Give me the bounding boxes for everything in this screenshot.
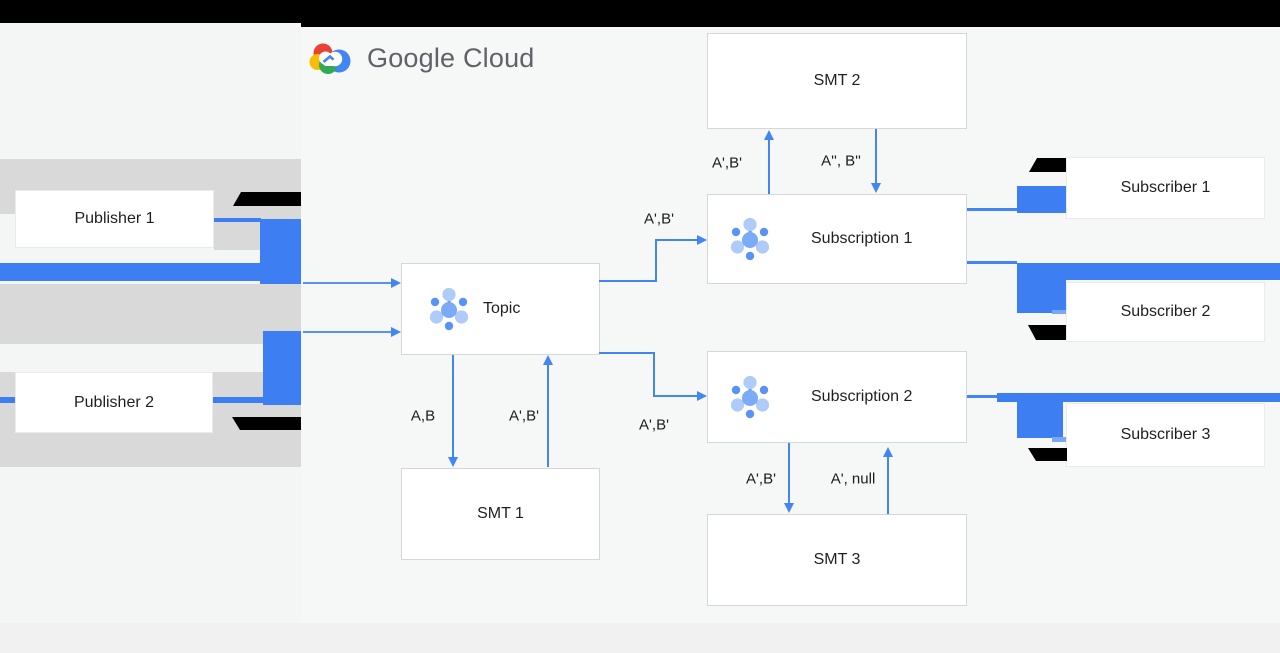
node-subscription-2: Subscription 2: [707, 351, 967, 443]
smt-2-label: SMT 2: [813, 72, 861, 89]
node-publisher-1: Publisher 1: [15, 190, 214, 248]
bottom-strip: [0, 623, 1280, 653]
edge-label-topic-to-sub1: A',B': [644, 210, 674, 228]
node-smt-1: SMT 1: [401, 468, 600, 560]
arrow-smt2-to-sub1-head: [870, 183, 881, 193]
publisher-1-label: Publisher 1: [74, 210, 155, 227]
arrow-publisher1-to-topic-line: [303, 282, 392, 284]
node-publisher-2: Publisher 2: [15, 372, 213, 433]
arrow-sub1-to-subscriber2-line: [967, 261, 1017, 264]
arrow-smt1-to-topic-line: [547, 364, 549, 467]
arrow-topic-to-smt1-head: [447, 457, 458, 467]
arrow-topic-to-sub1-seg3: [655, 239, 698, 241]
subscriber3-thick-hbar: [997, 393, 1280, 402]
arrow-sub2-to-smt3-line: [788, 443, 790, 504]
arrow-topic-to-sub2-seg1: [599, 352, 655, 354]
arrow-topic-to-sub2-seg3: [653, 395, 698, 397]
arrow-sub1-to-smt2-head: [763, 130, 774, 140]
node-subscription-1: Subscription 1: [707, 194, 967, 284]
topic-label: Topic: [483, 300, 521, 317]
redaction-subscriber3: [1028, 448, 1067, 461]
subscriber3-thick-vbar: [1017, 395, 1063, 438]
subscription-1-label: Subscription 1: [811, 230, 913, 247]
google-cloud-logo-text: Google Cloud: [367, 42, 535, 73]
arrow-publisher2-to-topic-head: [391, 326, 401, 337]
arrow-sub1-to-subscriber1-line: [967, 208, 1017, 211]
pubsub-subscription-1-icon: [730, 217, 770, 261]
node-subscriber-3: Subscriber 3: [1066, 403, 1265, 467]
publisher2-arrow-stub: [213, 397, 263, 403]
edge-label-topic-to-smt1: A,B: [410, 407, 436, 425]
edge-label-smt3-to-sub2: A', null: [830, 470, 876, 488]
arrow-smt3-to-sub2-line: [887, 456, 889, 514]
pubsub-subscription-2-icon: [730, 375, 770, 419]
google-cloud-icon: [309, 43, 351, 74]
arrow-smt1-to-topic-head: [542, 355, 553, 365]
arrow-sub2-to-subscriber3-line: [967, 395, 1017, 398]
publisher1-arrow-stub: [214, 218, 261, 222]
arrow-topic-to-smt1-line: [452, 355, 454, 459]
subscriber-1-label: Subscriber 1: [1120, 179, 1211, 196]
node-subscriber-2: Subscriber 2: [1066, 282, 1265, 342]
arrow-topic-to-sub2-head: [697, 390, 707, 401]
smt-1-label: SMT 1: [477, 505, 524, 522]
top-black-bar-right: [301, 0, 1280, 27]
arrow-sub1-to-smt2-line: [768, 139, 770, 194]
gray-band-middle: [0, 284, 301, 344]
google-cloud-logo: Google Cloud: [309, 40, 535, 76]
publisher-2-label: Publisher 2: [73, 393, 155, 411]
subscriber-2-label: Subscriber 2: [1120, 303, 1211, 320]
edge-label-smt2-to-sub1: A'', B'': [821, 152, 861, 170]
publisher1-horizontal-bar: [0, 263, 301, 281]
redaction-subscriber1: [1029, 158, 1066, 172]
node-subscriber-1: Subscriber 1: [1066, 157, 1265, 219]
edge-label-topic-to-sub2: A',B': [639, 416, 669, 434]
node-smt-3: SMT 3: [707, 514, 967, 606]
redaction-publisher2: [232, 417, 301, 430]
arrow-sub2-to-smt3-head: [783, 503, 794, 513]
pubsub-topic-icon: [429, 287, 469, 331]
subscription-2-label: Subscription 2: [811, 388, 913, 405]
node-topic: Topic: [401, 263, 600, 355]
arrow-publisher2-to-topic-line: [303, 331, 392, 333]
arrow-topic-to-sub2-seg2: [653, 352, 655, 396]
subscriber2-bar-tail: [1052, 310, 1066, 314]
edge-label-sub2-to-smt3: A',B': [746, 470, 776, 488]
redaction-subscriber2: [1028, 325, 1066, 340]
arrow-smt2-to-sub1-line: [875, 129, 877, 184]
arrow-topic-to-sub1-seg1: [599, 280, 657, 282]
edge-label-smt1-to-topic: A',B': [509, 407, 539, 425]
subscriber2-thick-vbar: [1017, 263, 1066, 313]
publisher2-vertical-bar: [263, 331, 301, 405]
publisher2-left-stub: [0, 397, 15, 403]
smt-3-label: SMT 3: [813, 551, 861, 568]
arrow-topic-to-sub1-seg2: [655, 240, 657, 282]
arrow-topic-to-sub1-head: [697, 234, 707, 245]
node-smt-2: SMT 2: [707, 33, 967, 129]
subscriber1-thick-bar: [1017, 186, 1066, 213]
arrow-smt3-to-sub2-head: [882, 447, 893, 457]
arrow-publisher1-to-topic-head: [391, 277, 401, 288]
redaction-publisher1: [233, 192, 301, 206]
subscriber-3-label: Subscriber 3: [1120, 426, 1211, 443]
subscriber3-bar-tail: [1052, 437, 1068, 442]
edge-label-sub1-to-smt2: A',B': [712, 154, 742, 172]
subscriber2-thick-hbar: [1017, 263, 1280, 280]
